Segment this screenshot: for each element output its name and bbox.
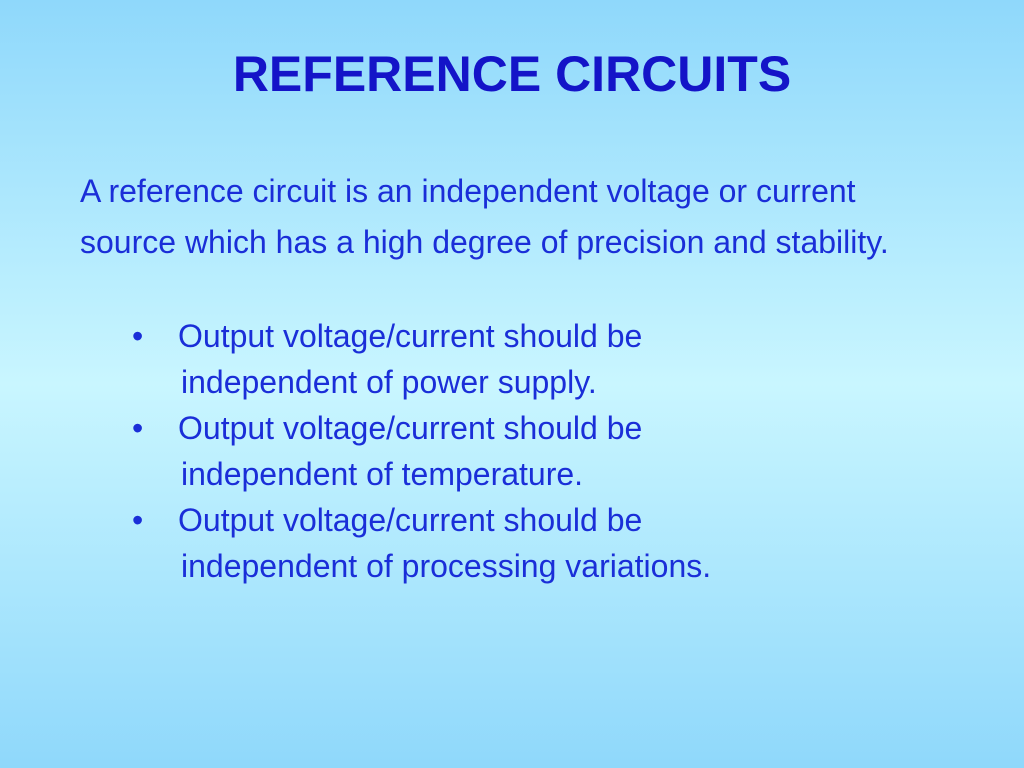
bullet-line-2: independent of temperature. bbox=[181, 456, 584, 492]
bullet-line-1: Output voltage/current should be bbox=[178, 410, 643, 446]
bullet-icon: • bbox=[132, 502, 144, 538]
bullet-item-processing: • Output voltage/current should be indep… bbox=[126, 497, 946, 589]
bullet-icon: • bbox=[132, 318, 144, 354]
bullet-item-power-supply: • Output voltage/current should be indep… bbox=[126, 313, 946, 405]
bullet-line-2: independent of processing variations. bbox=[181, 548, 712, 584]
slide-title: REFERENCE CIRCUITS bbox=[232, 46, 792, 102]
bullet-text: Output voltage/current should be indepen… bbox=[178, 405, 946, 497]
bullet-item-temperature: • Output voltage/current should be indep… bbox=[126, 405, 946, 497]
bullet-line-2: independent of power supply. bbox=[181, 364, 597, 400]
bullet-text: Output voltage/current should be indepen… bbox=[178, 313, 946, 405]
bullet-line-1: Output voltage/current should be bbox=[178, 318, 643, 354]
bullet-list: • Output voltage/current should be indep… bbox=[126, 313, 946, 589]
intro-paragraph: A reference circuit is an independent vo… bbox=[80, 173, 889, 260]
bullet-text: Output voltage/current should be indepen… bbox=[178, 497, 946, 589]
bullet-icon: • bbox=[132, 410, 144, 446]
bullet-line-1: Output voltage/current should be bbox=[178, 502, 643, 538]
